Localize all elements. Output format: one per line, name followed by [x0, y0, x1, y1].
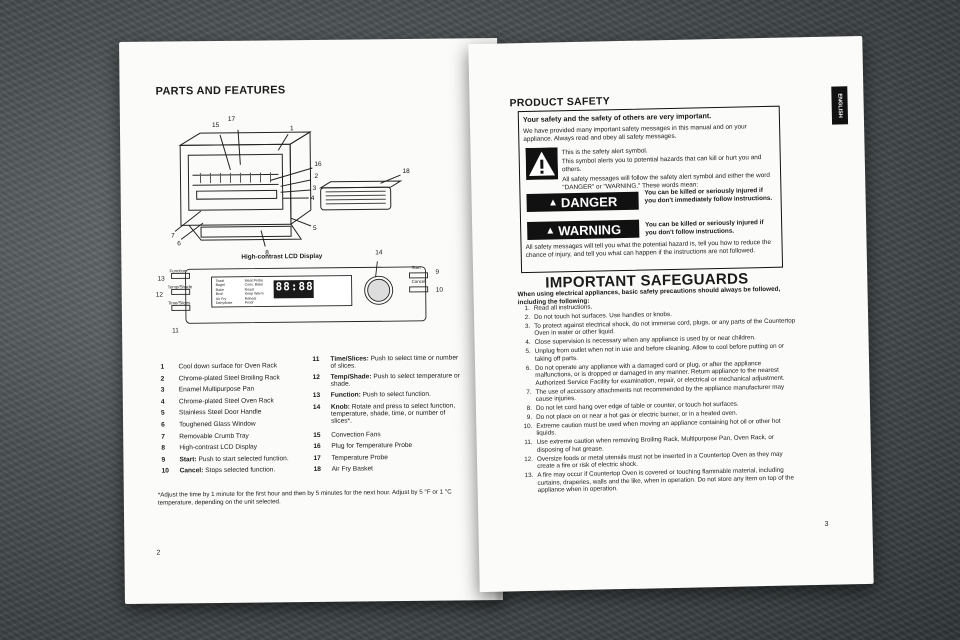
oven-illustration: 15 17 1 16 2 3 4 5 6 7 8 18: [171, 116, 410, 257]
left-page: PARTS AND FEATURES 15 17 1 16: [119, 38, 503, 604]
safety-box: Your safety and the safety of others are…: [517, 105, 784, 274]
callout-15: 15: [212, 122, 220, 129]
warning-triangle-icon: [525, 147, 559, 181]
callout-9: 9: [435, 268, 440, 276]
right-page: PRODUCT SAFETY ENGLISH Your safety and t…: [468, 35, 874, 593]
callout-12: 12: [155, 291, 163, 299]
safety-box-intro: We have provided many important safety m…: [523, 123, 747, 144]
page-number-right: 3: [824, 520, 829, 528]
parts-heading: PARTS AND FEATURES: [155, 84, 286, 98]
callout-7: 7: [171, 232, 175, 239]
danger-text: You can be killed or seriously injured i…: [644, 187, 773, 205]
warning-text: You can be killed or seriously injured i…: [645, 219, 764, 237]
callout-13: 13: [157, 275, 165, 283]
callout-5: 5: [313, 225, 317, 232]
callout-18: 18: [402, 168, 410, 175]
temp-button-label: Temp/Shade: [167, 284, 193, 290]
footnote: *Adjust the time by 1 minute for the fir…: [157, 488, 452, 507]
control-panel-diagram: [171, 261, 429, 324]
safety-box-footer: All safety messages will tell you what t…: [525, 238, 772, 260]
callout-1: 1: [290, 125, 294, 132]
callout-10: 10: [435, 286, 443, 294]
start-button-label: Start: [411, 264, 421, 270]
lcd-digits: 88:88: [275, 279, 314, 294]
cancel-button-label: Cancel: [411, 278, 426, 284]
danger-triangle-icon: ▲: [547, 196, 559, 209]
warning-triangle-small-icon: ▲: [545, 224, 556, 237]
callout-14: 14: [375, 249, 383, 257]
safety-box-title: Your safety and the safety of others are…: [522, 111, 712, 125]
page-number-left: 2: [156, 549, 161, 557]
warning-label: ▲WARNING: [527, 219, 640, 240]
callout-16: 16: [314, 161, 322, 168]
list-item: 13.A fire may occur if Countertop Oven i…: [524, 466, 795, 494]
callout-3: 3: [313, 185, 317, 192]
callout-2: 2: [314, 173, 318, 180]
callout-8: 8: [265, 249, 269, 256]
function-button-label: Function: [169, 268, 187, 274]
danger-label: ▲DANGER: [526, 191, 639, 212]
language-tab: ENGLISH: [831, 86, 849, 125]
time-button-label: Time/Slices: [167, 300, 191, 306]
safeguards-list: 1.Read all instructions. 2.Do not touch …: [518, 299, 802, 496]
callout-11: 11: [172, 327, 179, 335]
callout-6: 6: [177, 240, 181, 247]
callout-4: 4: [311, 195, 315, 202]
callout-17: 17: [228, 116, 236, 123]
product-safety-heading: PRODUCT SAFETY: [509, 95, 611, 110]
